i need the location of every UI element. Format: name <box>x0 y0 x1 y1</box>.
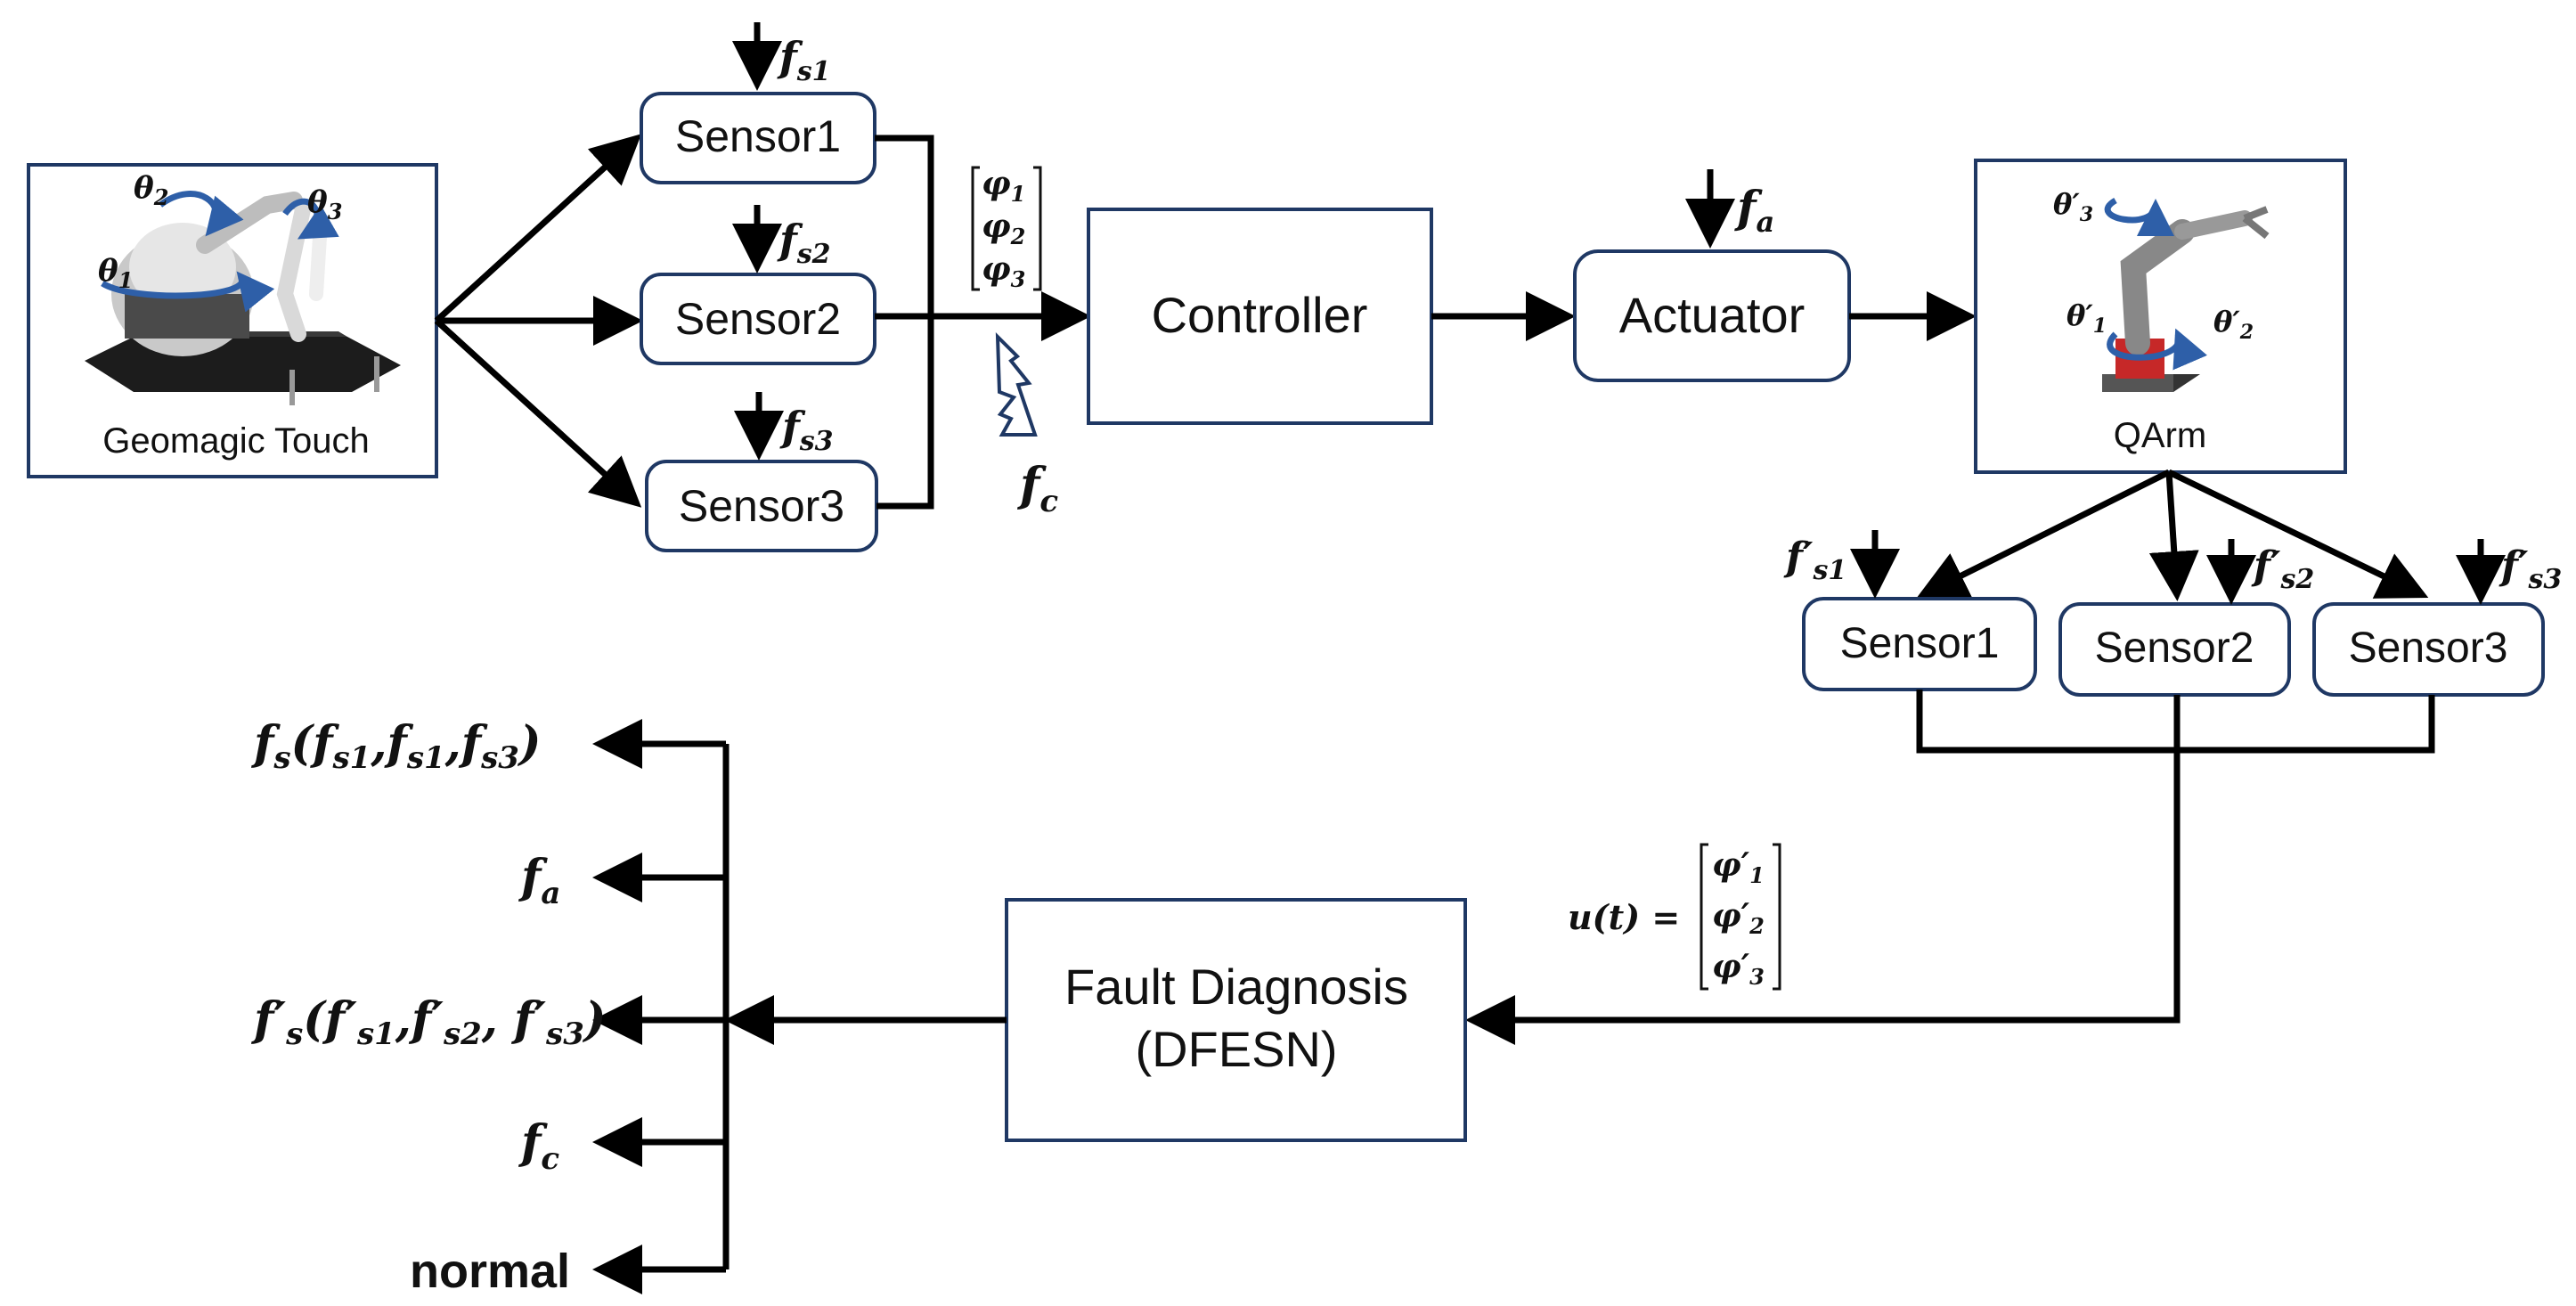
upper-sensor-2: Sensor2 <box>640 273 876 365</box>
phi-vector: φ1 φ2 φ3 <box>971 165 1042 292</box>
fault-fps3-label: f′ <box>2499 543 2529 589</box>
phi-2-label: φ <box>982 208 1011 245</box>
upper-sensor-fault-arrows <box>732 22 784 461</box>
svg-text:θ1: θ1 <box>98 253 133 293</box>
svg-text:fa: fa <box>1734 181 1774 239</box>
fault-fs3-sub: s3 <box>799 426 834 457</box>
output-comm-fault: fc <box>518 1115 559 1177</box>
svg-text:θ2: θ2 <box>134 170 168 210</box>
svg-text:f′s2: f′s2 <box>2251 543 2314 595</box>
svg-text:f′s1: f′s1 <box>1783 535 1846 586</box>
actuator-block: Actuator <box>1573 249 1851 382</box>
controller-block: Controller <box>1087 208 1433 425</box>
fault-diagnosis-block: Fault Diagnosis (DFESN) <box>1005 898 1467 1142</box>
phi-1-label: φ <box>982 165 1011 202</box>
theta-1-label: θ <box>98 253 118 289</box>
upper-sensor-3-label: Sensor3 <box>679 481 844 531</box>
svg-text:φ′2: φ′2 <box>1712 897 1765 939</box>
phi-prime-1-label: φ′ <box>1712 846 1750 884</box>
upper-sensor-1-label: Sensor1 <box>675 111 841 161</box>
svg-text:φ1: φ1 <box>982 165 1025 207</box>
lower-sensor-3: Sensor3 <box>2312 602 2545 697</box>
theta-prime-2-label: θ′ <box>2213 305 2240 339</box>
svg-text:φ′3: φ′3 <box>1712 948 1765 990</box>
svg-text:φ′1: φ′1 <box>1712 846 1765 888</box>
theta-prime-3-sub: 3 <box>2080 203 2093 226</box>
joint-rotation-arrows <box>101 191 339 313</box>
fault-fs1-sub: s1 <box>796 56 831 87</box>
geomagic-touch-device-icon <box>85 192 401 405</box>
fanout-wires-lower <box>1916 469 2429 601</box>
output-sensor-fault: fs(fs1,fs1,fs3) <box>250 716 542 776</box>
u-vector: u(t) = φ′1 φ′2 φ′3 <box>1568 843 1781 991</box>
svg-text:f′s3: f′s3 <box>2499 543 2562 595</box>
output-bus <box>592 719 1007 1294</box>
lower-sensor-fault-arrows <box>1850 530 2506 605</box>
upper-sensor-1: Sensor1 <box>640 92 876 184</box>
svg-text:θ3: θ3 <box>307 184 342 224</box>
theta-2-sub: 2 <box>153 184 169 210</box>
fault-fps2-sub: s2 <box>2280 564 2315 595</box>
fault-diagnosis-title: Fault Diagnosis <box>1064 959 1408 1015</box>
fanout-wires-upper <box>434 134 643 508</box>
fault-fps3-sub: s3 <box>2528 564 2563 595</box>
upper-sensor-3: Sensor3 <box>645 460 878 552</box>
phi-prime-3-label: φ′ <box>1712 948 1750 985</box>
output-actuator-fault: fa <box>518 850 560 911</box>
fault-fps1-sub: s1 <box>1813 555 1847 586</box>
phi-prime-3-sub: 3 <box>1749 964 1765 990</box>
fault-diagnosis-subtitle: (DFESN) <box>1135 1021 1337 1077</box>
upper-sensor-2-label: Sensor2 <box>675 294 841 344</box>
theta-3-label: θ <box>307 184 328 220</box>
svg-text:θ′2: θ′2 <box>2213 305 2254 344</box>
fault-fs2-sub: s2 <box>796 239 831 270</box>
theta-prime-1-sub: 1 <box>2093 314 2107 338</box>
actuator-label: Actuator <box>1619 287 1806 343</box>
u-vector-lhs: u(t) = <box>1568 897 1680 937</box>
svg-text:θ′3: θ′3 <box>2053 187 2093 226</box>
qarm-joint-rotation-arrows <box>2104 197 2208 371</box>
phi-3-sub: 3 <box>1011 266 1026 292</box>
theta-prime-3-label: θ′ <box>2053 187 2080 221</box>
svg-text:fs2: fs2 <box>777 216 831 270</box>
lower-sensor-2: Sensor2 <box>2058 602 2291 697</box>
phi-1-sub: 1 <box>1011 181 1026 207</box>
controller-label: Controller <box>1152 287 1368 343</box>
svg-text:φ2: φ2 <box>982 208 1025 249</box>
theta-prime-2-sub: 2 <box>2239 321 2254 344</box>
geomagic-touch-block: θ2 θ3 θ1 Geomagic Touch <box>27 163 438 478</box>
phi-prime-1-sub: 1 <box>1749 862 1765 888</box>
svg-text:φ3: φ3 <box>982 250 1025 292</box>
svg-text:fc: fc <box>1016 458 1058 519</box>
phi-prime-2-sub: 2 <box>1749 913 1765 939</box>
svg-text:fs3: fs3 <box>779 403 834 457</box>
phi-2-sub: 2 <box>1010 224 1026 249</box>
geomagic-touch-label: Geomagic Touch <box>102 421 369 461</box>
fault-fa-sub: a <box>1757 205 1775 239</box>
qarm-block: θ′3 θ′1 θ′2 QArm <box>1974 159 2347 474</box>
lower-sensor-3-label: Sensor3 <box>2349 624 2508 672</box>
fault-fc-sub: c <box>1039 484 1058 519</box>
theta-3-sub: 3 <box>328 199 343 224</box>
lower-sensor-1: Sensor1 <box>1802 597 2037 691</box>
theta-2-label: θ <box>134 170 154 206</box>
svg-text:θ′1: θ′1 <box>2067 298 2107 338</box>
output-normal: normal <box>410 1245 570 1298</box>
phi-prime-2-label: φ′ <box>1712 897 1750 935</box>
fault-fps2-label: f′ <box>2251 543 2281 589</box>
fault-fps1-label: f′ <box>1783 535 1814 580</box>
lower-sensor-1-label: Sensor1 <box>1840 620 2000 667</box>
theta-prime-1-label: θ′ <box>2067 298 2093 332</box>
lightning-icon <box>995 332 1038 437</box>
lower-merge-wires <box>1465 690 2435 1045</box>
svg-text:fs1: fs1 <box>777 33 831 87</box>
theta-1-sub: 1 <box>118 267 134 293</box>
sensor-merge-wires <box>875 135 1091 510</box>
qarm-label: QArm <box>2114 416 2206 455</box>
phi-3-label: φ <box>982 250 1011 288</box>
qarm-robot-icon <box>2102 206 2270 392</box>
lower-sensor-2-label: Sensor2 <box>2095 624 2254 672</box>
output-robot-sensor-fault: f′s(f′s1,f′s2, f′s3) <box>250 992 606 1052</box>
